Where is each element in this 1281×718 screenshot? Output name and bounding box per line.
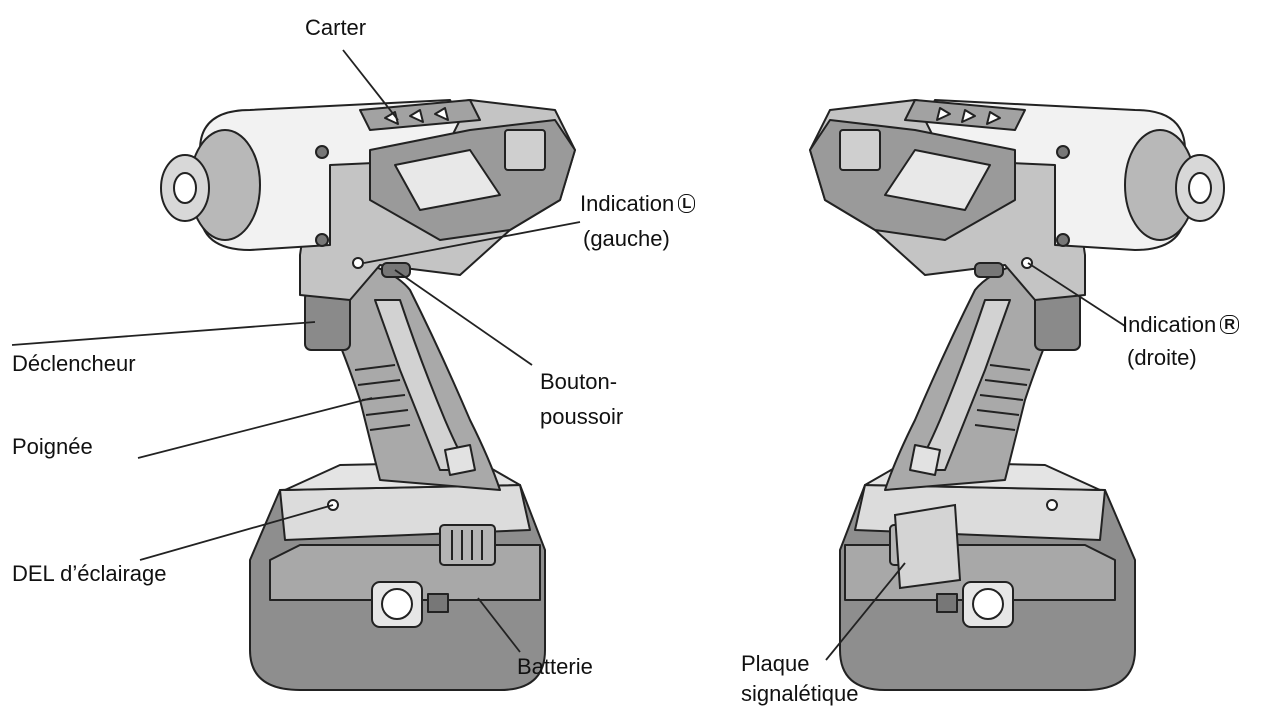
indication-l-marker: L — [678, 194, 696, 213]
leader-indication-l — [363, 221, 581, 264]
label-bouton-line2: poussoir — [540, 404, 624, 429]
leader-del — [139, 504, 334, 561]
label-poignee: Poignée — [12, 434, 93, 459]
leader-poignee — [137, 397, 373, 459]
label-plaque-line1: Plaque — [741, 651, 810, 676]
leader-carter — [342, 49, 399, 121]
nameplate-panel — [893, 503, 962, 590]
leader-bouton — [394, 269, 533, 366]
leader-plaque — [825, 562, 906, 661]
indication-r-marker: R — [1220, 315, 1240, 334]
right-view-tool — [809, 99, 1225, 691]
label-carter: Carter — [305, 15, 367, 40]
label-indication-l-gauche: (gauche) — [583, 226, 670, 251]
label-indication-r-droite: (droite) — [1127, 345, 1197, 370]
label-indication-l-text: Indication — [580, 191, 675, 216]
label-declencheur: Déclencheur — [12, 351, 136, 376]
label-plaque-line2: signalétique — [741, 681, 859, 706]
label-batterie: Batterie — [517, 654, 593, 679]
label-indication-r-text: Indication — [1122, 312, 1217, 337]
label-bouton-line1: Bouton- — [540, 369, 618, 394]
leader-batterie — [477, 597, 521, 653]
left-view-tool — [160, 99, 576, 691]
leader-declencheur — [11, 321, 316, 346]
leader-indication-r — [1027, 262, 1126, 327]
label-del: DEL d’éclairage — [12, 561, 167, 586]
